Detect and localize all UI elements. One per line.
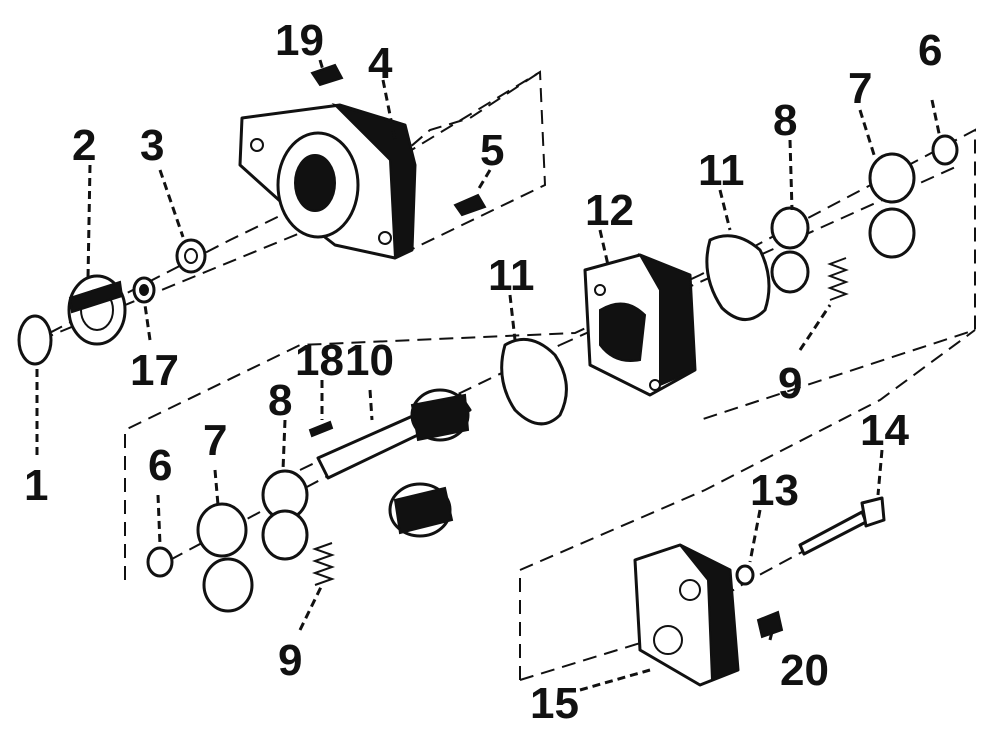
thrust-washer-part-6-left: [146, 546, 174, 578]
callout-19: 19: [275, 16, 324, 65]
callout-14: 14: [860, 406, 909, 455]
roller-bearings-part-7-left: [196, 502, 254, 613]
callout-11-right: 11: [698, 146, 745, 195]
end-cover-part-15: [633, 543, 740, 687]
callout-3: 3: [140, 121, 164, 170]
roller-bearings-part-7-right: [868, 152, 916, 259]
callout-7-right: 7: [848, 64, 872, 113]
idler-gear: [388, 482, 454, 538]
spring-part-9-right: [827, 257, 849, 301]
gasket-part-11-b: [705, 234, 771, 321]
callout-9-left: 9: [278, 636, 302, 685]
callout-2: 2: [72, 121, 96, 170]
callout-9-right: 9: [778, 359, 802, 408]
washer-part-13: [735, 564, 755, 586]
spring-part-9-left: [311, 542, 336, 586]
callout-17: 17: [130, 346, 179, 395]
fitting-part-19: [310, 63, 344, 87]
callout-20: 20: [780, 646, 829, 695]
callout-8-left: 8: [268, 376, 292, 425]
pump-body-part-12: [583, 253, 697, 397]
fitting-part-5: [453, 193, 487, 217]
callout-1: 1: [24, 461, 48, 510]
callout-6-right: 6: [918, 26, 942, 75]
callout-4: 4: [368, 39, 393, 88]
o-ring-part-1: [17, 314, 53, 366]
small-bearing-part-3: [175, 238, 207, 274]
key-part-18: [308, 420, 334, 438]
fitting-part-20: [756, 610, 784, 639]
bearing-race-part-2: [67, 274, 127, 346]
callout-18: 18: [295, 336, 344, 385]
callout-15: 15: [530, 679, 579, 728]
callout-8-right: 8: [773, 96, 797, 145]
mounting-flange-part-4: [238, 102, 417, 260]
bolt-part-14: [798, 496, 886, 556]
wear-plate-part-8-right: [770, 206, 810, 294]
wear-plate-part-8-left: [261, 469, 309, 561]
drive-shaft-part-10: [316, 388, 472, 480]
callout-11-left: 11: [488, 251, 535, 300]
washer-part-17: [132, 276, 156, 304]
thrust-washer-part-6-right: [931, 134, 959, 166]
callout-10: 10: [345, 336, 394, 385]
callout-5: 5: [480, 126, 504, 175]
callout-13: 13: [750, 466, 799, 515]
gasket-part-11-a: [500, 337, 568, 426]
callout-7-left: 7: [203, 416, 227, 465]
callout-leaders: [35, 59, 942, 692]
callout-12: 12: [585, 186, 634, 235]
callout-labels: 1 2 3 4 5 6 6 7 7 8 8 9 9 10 11 11 12 13…: [24, 16, 942, 728]
callout-6-left: 6: [148, 441, 172, 490]
